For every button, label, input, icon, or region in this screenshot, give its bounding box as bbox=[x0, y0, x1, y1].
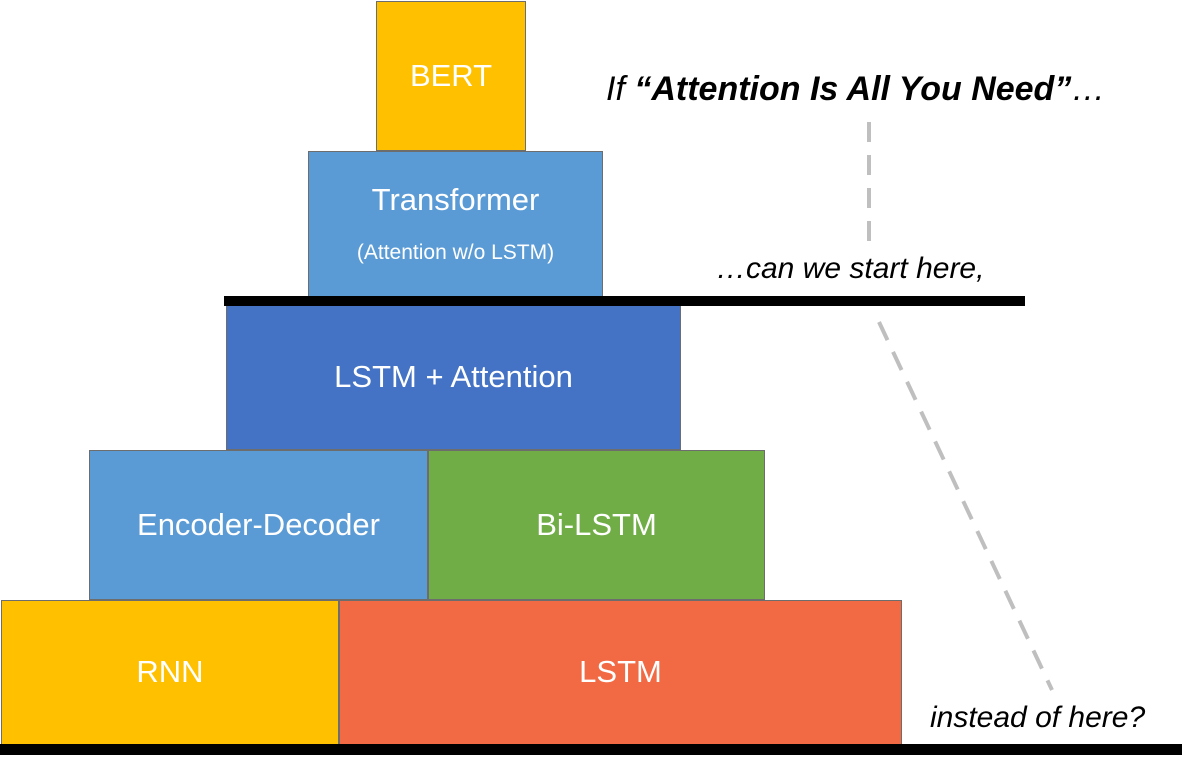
lower-dashed-connector bbox=[877, 321, 1054, 691]
transformer-label: Transformer bbox=[371, 181, 540, 217]
bert-block: BERT bbox=[376, 1, 526, 151]
transformer-sublabel: (Attention w/o LSTM) bbox=[356, 241, 555, 265]
rnn-label: RNN bbox=[136, 654, 204, 690]
lstm-block: LSTM bbox=[339, 600, 902, 745]
middle-baseline bbox=[224, 296, 1025, 306]
top-annotation: If “Attention Is All You Need”… bbox=[606, 70, 1105, 109]
bottom-annotation: instead of here? bbox=[930, 701, 1146, 734]
bert-label: BERT bbox=[409, 57, 493, 93]
encoder-decoder-label: Encoder-Decoder bbox=[137, 506, 380, 542]
lstm-label: LSTM bbox=[579, 654, 662, 690]
lstm-attention-label: LSTM + Attention bbox=[334, 358, 573, 394]
rnn-block: RNN bbox=[1, 600, 339, 745]
bi-lstm-label: Bi-LSTM bbox=[536, 506, 657, 542]
top-annotation-prefix: If bbox=[606, 70, 635, 108]
middle-annotation: …can we start here, bbox=[716, 252, 985, 285]
encoder-decoder-block: Encoder-Decoder bbox=[89, 450, 428, 600]
bi-lstm-block: Bi-LSTM bbox=[428, 450, 765, 600]
top-annotation-emphasis: “Attention Is All You Need” bbox=[634, 70, 1072, 108]
lstm-attention-block: LSTM + Attention bbox=[226, 304, 681, 450]
bottom-baseline bbox=[0, 744, 1182, 755]
top-annotation-suffix: … bbox=[1071, 70, 1106, 108]
